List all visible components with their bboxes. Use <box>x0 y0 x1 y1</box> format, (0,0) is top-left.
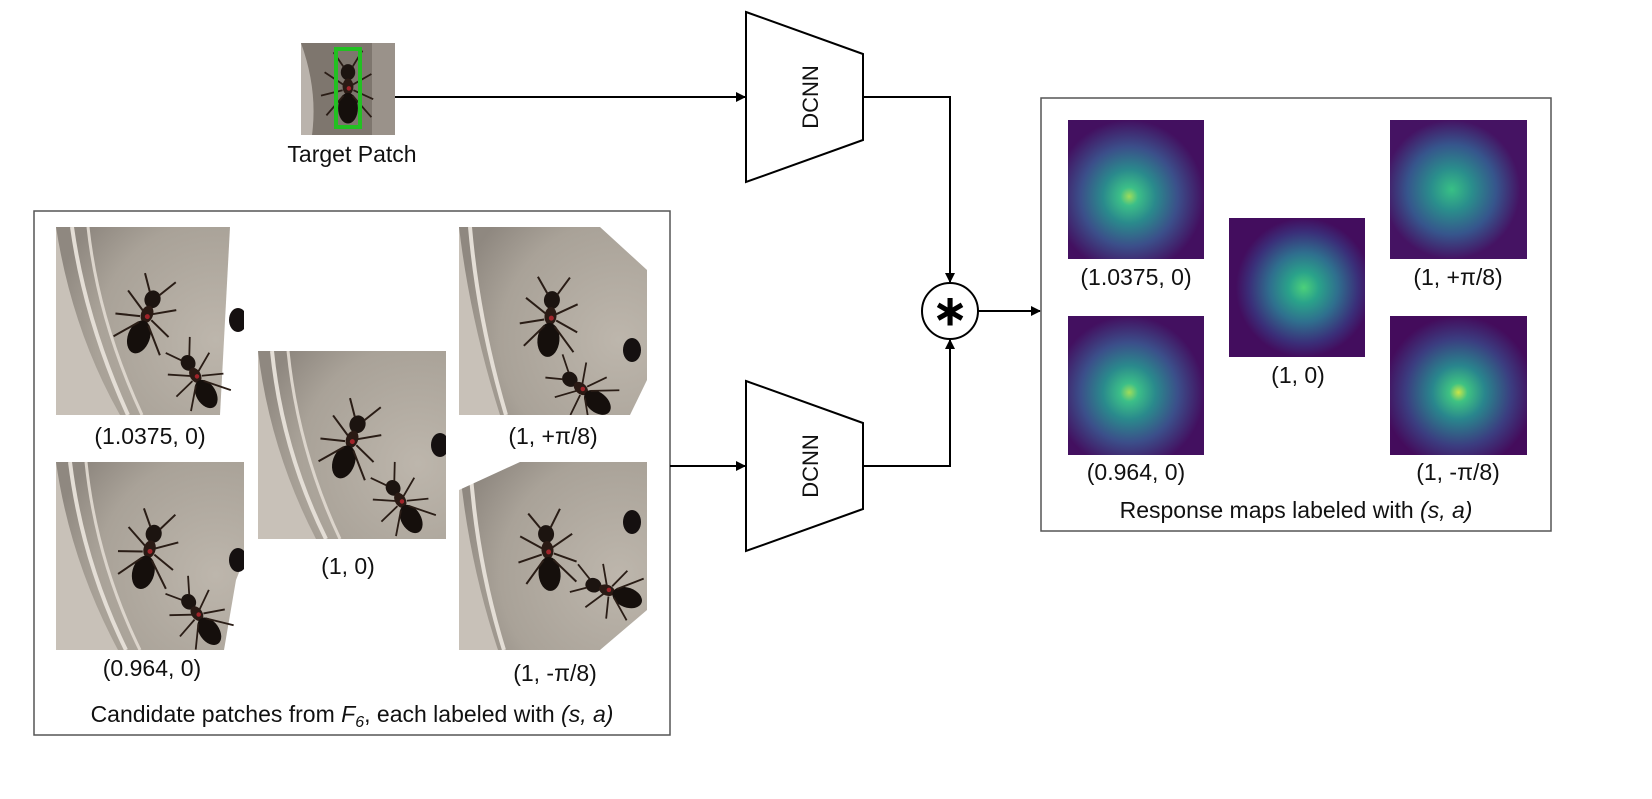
target-highlight-box <box>334 47 362 129</box>
response-label-center: (1, 0) <box>1271 362 1325 388</box>
response-label-bottom-left: (0.964, 0) <box>1087 459 1185 485</box>
arrow-dcnn-bottom-to-operator <box>863 339 955 467</box>
arrow-dcnn-top-to-operator <box>863 96 955 283</box>
response-label-top-right: (1, +π/8) <box>1413 264 1502 290</box>
candidate-label-top-right: (1, +π/8) <box>508 423 597 449</box>
candidate-caption-mid: , each labeled with <box>364 701 561 727</box>
dcnn-bottom-shape <box>745 379 864 553</box>
response-label-bottom-right: (1, -π/8) <box>1416 459 1500 485</box>
candidate-label-top-left: (1.0375, 0) <box>94 423 205 449</box>
response-map-bottom-right <box>1390 316 1527 455</box>
response-map-bottom-left <box>1068 316 1204 455</box>
response-label-top-left: (1.0375, 0) <box>1080 264 1191 290</box>
dcnn-bottom-label: DCNN <box>798 434 823 498</box>
candidate-patch-bottom-right <box>459 462 647 650</box>
dcnn-top-label: DCNN <box>798 65 823 129</box>
candidate-label-bottom-left: (0.964, 0) <box>103 655 201 681</box>
convolution-star-icon: ∗ <box>932 286 969 337</box>
target-patch-label: Target Patch <box>287 141 416 167</box>
response-caption-prefix: Response maps labeled with <box>1120 497 1420 523</box>
cross-correlation-operator: ∗ <box>921 282 979 340</box>
dcnn-top: DCNN <box>745 10 864 184</box>
candidate-patch-center <box>258 351 446 539</box>
response-map-center <box>1229 218 1365 357</box>
target-patch: Target Patch <box>287 43 417 167</box>
response-map-top-right <box>1390 120 1527 259</box>
candidate-patches-caption: Candidate patches from F6, each labeled … <box>91 701 614 731</box>
dcnn-top-shape <box>745 10 864 184</box>
candidate-caption-prefix: Candidate patches from <box>91 701 342 727</box>
candidate-caption-vars: (s, a) <box>561 701 613 727</box>
candidate-patch-top-left <box>56 227 244 415</box>
candidate-caption-sub: 6 <box>355 714 364 731</box>
candidate-patch-top-right <box>459 227 647 415</box>
response-caption-vars: (s, a) <box>1420 497 1472 523</box>
candidate-caption-var: F <box>341 701 357 727</box>
candidate-label-bottom-right: (1, -π/8) <box>513 660 597 686</box>
dcnn-bottom: DCNN <box>745 379 864 553</box>
candidate-patch-bottom-left <box>56 462 244 650</box>
response-map-top-left <box>1068 120 1204 259</box>
response-maps-caption: Response maps labeled with (s, a) <box>1120 497 1473 523</box>
candidate-label-center: (1, 0) <box>321 553 375 579</box>
candidate-patches-panel: (1.0375, 0) (0.964, 0) (1, 0) <box>33 210 671 736</box>
response-maps-panel: (1.0375, 0) (0.964, 0) (1, 0) (1, +π/8) … <box>1040 97 1552 532</box>
